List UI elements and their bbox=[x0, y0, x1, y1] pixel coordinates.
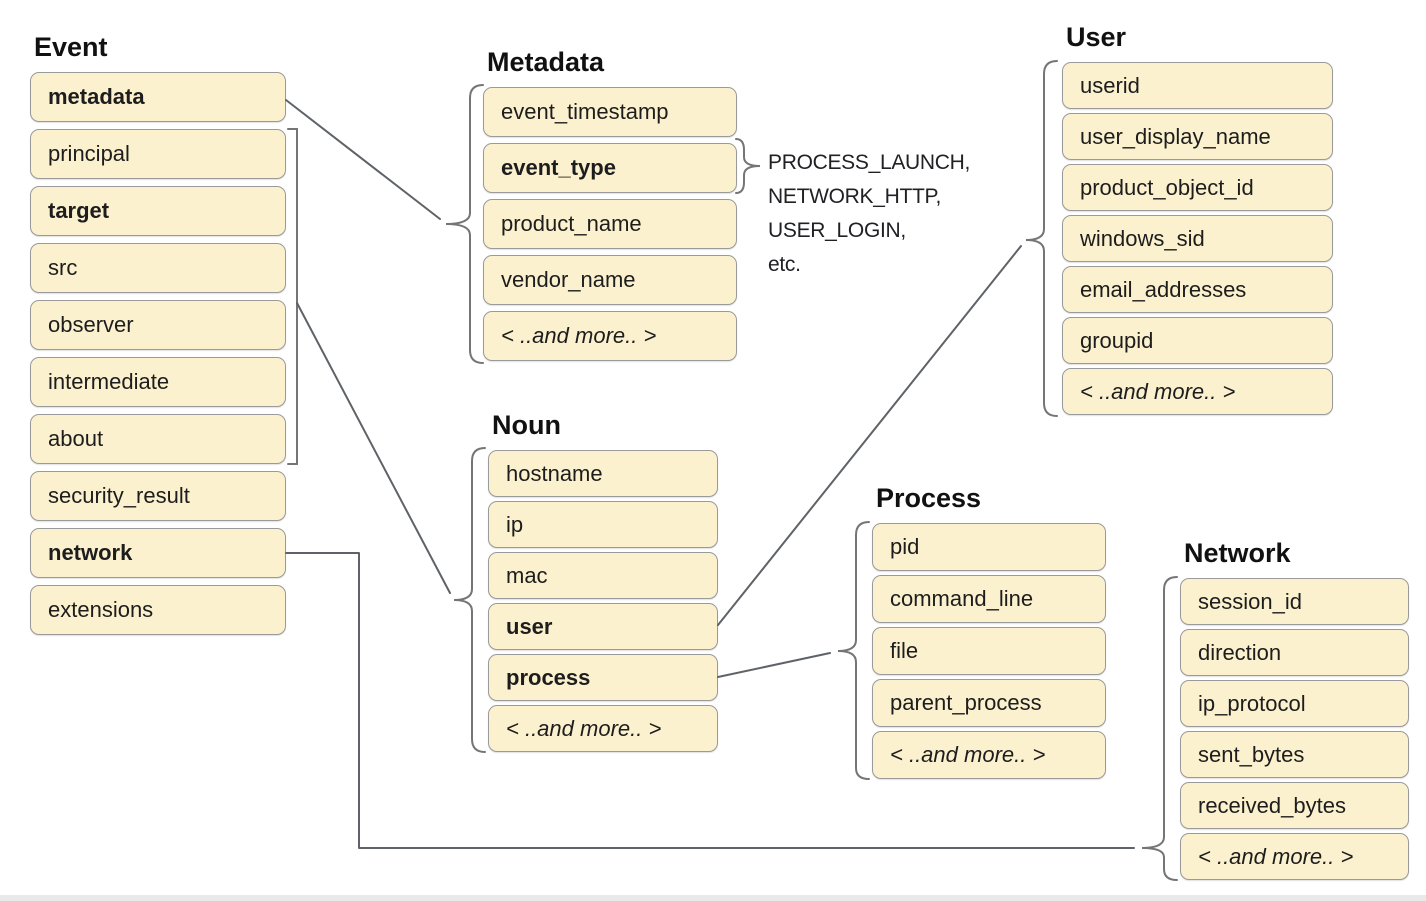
event-type-value-line: NETWORK_HTTP, bbox=[768, 185, 942, 208]
field-user-email_addresses: email_addresses bbox=[1062, 266, 1333, 313]
event-type-values-note: PROCESS_LAUNCH, NETWORK_HTTP, USER_LOGIN… bbox=[768, 146, 970, 282]
field-event-extensions: extensions bbox=[30, 585, 286, 635]
group-title-event: Event bbox=[34, 32, 108, 62]
noun-brace bbox=[453, 447, 486, 753]
field-metadata-product_name: product_name bbox=[483, 199, 737, 249]
field-event-src: src bbox=[30, 243, 286, 293]
field-user-user_display_name: user_display_name bbox=[1062, 113, 1333, 160]
field-network-andmore: < ..and more.. > bbox=[1180, 833, 1409, 880]
field-network-received_bytes: received_bytes bbox=[1180, 782, 1409, 829]
field-event-metadata: metadata bbox=[30, 72, 286, 122]
field-event-observer: observer bbox=[30, 300, 286, 350]
network-brace bbox=[1141, 576, 1178, 881]
field-user-groupid: groupid bbox=[1062, 317, 1333, 364]
field-event-intermediate: intermediate bbox=[30, 357, 286, 407]
field-process-pid: pid bbox=[872, 523, 1106, 571]
field-noun-ip: ip bbox=[488, 501, 718, 548]
event-type-enum-brace bbox=[735, 138, 761, 194]
field-metadata-event_timestamp: event_timestamp bbox=[483, 87, 737, 137]
field-event-about: about bbox=[30, 414, 286, 464]
group-event: Event metadata principal target src observer… bbox=[30, 30, 286, 635]
field-process-andmore: < ..and more.. > bbox=[872, 731, 1106, 779]
field-network-ip_protocol: ip_protocol bbox=[1180, 680, 1409, 727]
field-network-session_id: session_id bbox=[1180, 578, 1409, 625]
connection-process-to-process-group bbox=[717, 652, 831, 678]
event-type-value-line: USER_LOGIN, bbox=[768, 219, 906, 242]
field-event-principal: principal bbox=[30, 129, 286, 179]
group-title-network: Network bbox=[1184, 538, 1291, 568]
bottom-page-edge bbox=[0, 895, 1426, 901]
field-process-file: file bbox=[872, 627, 1106, 675]
field-user-userid: userid bbox=[1062, 62, 1333, 109]
process-brace bbox=[837, 521, 870, 780]
field-event-network: network bbox=[30, 528, 286, 578]
metadata-brace bbox=[445, 84, 484, 364]
event-type-value-line: PROCESS_LAUNCH, bbox=[768, 151, 971, 174]
event-principal-about-bracket bbox=[287, 128, 298, 465]
field-noun-user: user bbox=[488, 603, 718, 650]
field-noun-andmore: < ..and more.. > bbox=[488, 705, 718, 752]
field-noun-mac: mac bbox=[488, 552, 718, 599]
field-event-target: target bbox=[30, 186, 286, 236]
field-user-windows_sid: windows_sid bbox=[1062, 215, 1333, 262]
group-title-process: Process bbox=[876, 483, 982, 513]
field-user-product_object_id: product_object_id bbox=[1062, 164, 1333, 211]
group-title-noun: Noun bbox=[492, 410, 561, 440]
connection-metadata-to-metadata-group bbox=[285, 99, 441, 220]
field-noun-process: process bbox=[488, 654, 718, 701]
field-process-parent_process: parent_process bbox=[872, 679, 1106, 727]
field-noun-hostname: hostname bbox=[488, 450, 718, 497]
field-event-security_result: security_result bbox=[30, 471, 286, 521]
event-type-value-line: etc. bbox=[768, 253, 801, 276]
field-user-andmore: < ..and more.. > bbox=[1062, 368, 1333, 415]
field-network-direction: direction bbox=[1180, 629, 1409, 676]
field-metadata-andmore: < ..and more.. > bbox=[483, 311, 737, 361]
field-metadata-vendor_name: vendor_name bbox=[483, 255, 737, 305]
field-metadata-event_type: event_type bbox=[483, 143, 737, 193]
group-title-user: User bbox=[1066, 22, 1127, 52]
group-title-metadata: Metadata bbox=[487, 47, 605, 77]
field-network-sent_bytes: sent_bytes bbox=[1180, 731, 1409, 778]
user-brace bbox=[1025, 60, 1058, 417]
field-list-event: metadata principal target src observer interm… bbox=[30, 72, 286, 635]
field-process-command_line: command_line bbox=[872, 575, 1106, 623]
connection-event-bracket-to-noun-group bbox=[296, 302, 451, 594]
